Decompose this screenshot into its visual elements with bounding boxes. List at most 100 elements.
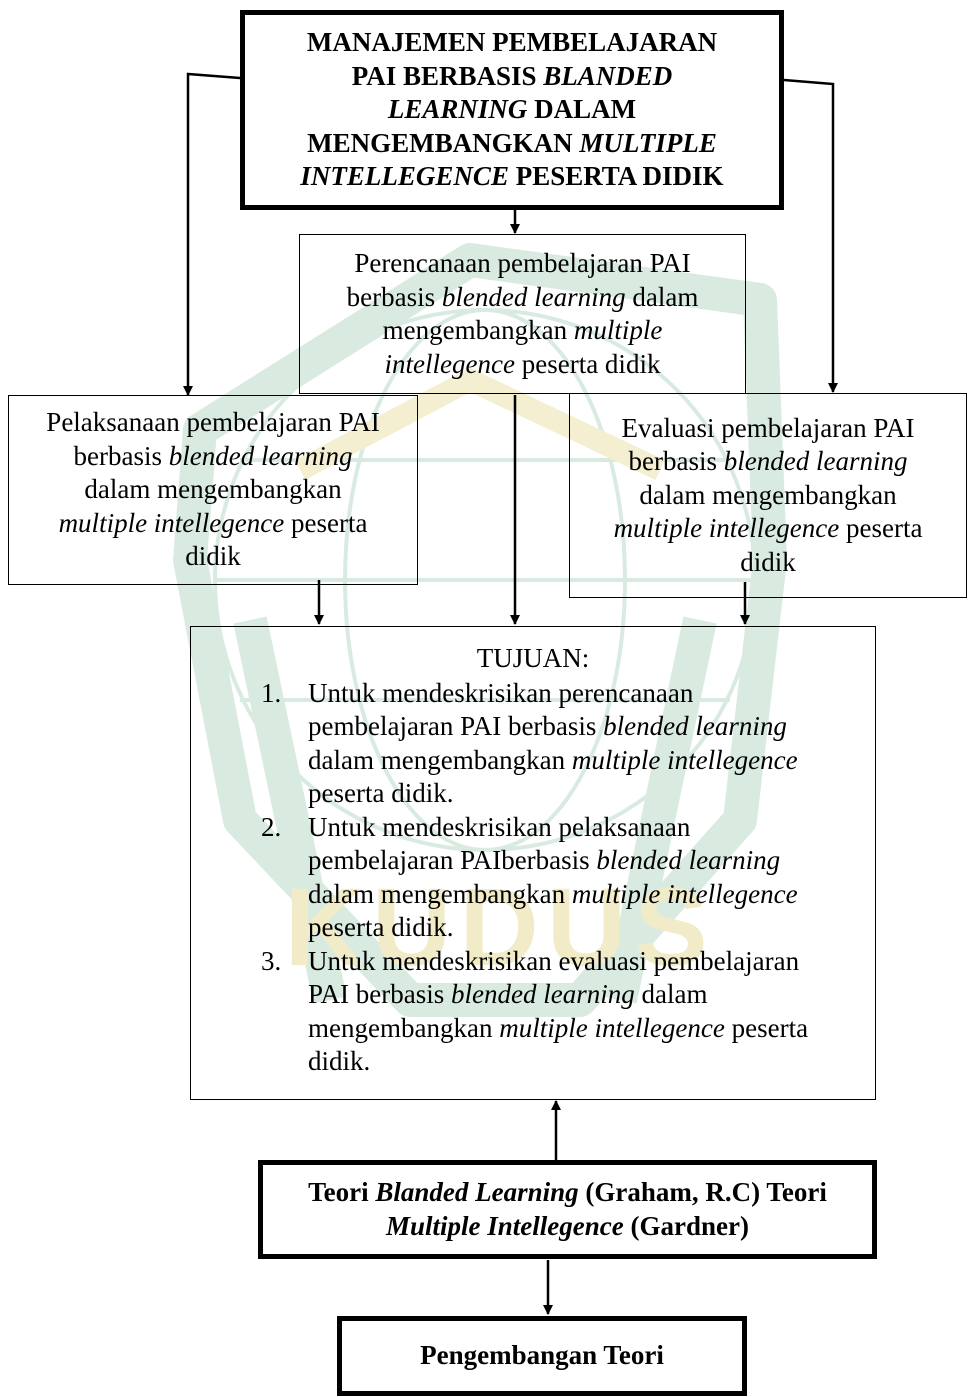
implementation-line: didik (185, 540, 241, 574)
evaluation-line: dalam mengembangkan (639, 479, 896, 513)
objective-line: Untuk mendeskrisikan pelaksanaan (308, 811, 691, 842)
main-title-line: LEARNING DALAM (388, 93, 636, 127)
planning-italic: blended learning (441, 281, 626, 312)
evaluation-line: multiple intellegence peserta (614, 512, 923, 546)
objective-line: peserta didik. (308, 912, 454, 942)
objective-item-3: 3. Untuk mendeskrisikan evaluasi pembela… (191, 945, 875, 1079)
theory-text: (Gardner) (623, 1210, 749, 1241)
implementation-text: peserta (284, 507, 368, 538)
arrow-main-to-implementation (183, 72, 241, 396)
objective-line: pembelajaran PAIberbasis (308, 845, 597, 875)
objective-italic: blended learning (596, 845, 781, 875)
objective-italic: multiple intellegence (499, 1012, 725, 1043)
planning-line: Perencanaan pembelajaran PAI (354, 247, 690, 281)
implementation-text: dalam mengembangkan (84, 474, 342, 505)
development-label: Pengembangan Teori (420, 1340, 664, 1371)
implementation-line: berbasis blended learning (74, 440, 353, 474)
theory-text: (Graham, R.C) Teori (578, 1177, 827, 1207)
objective-number: 3. (261, 945, 282, 976)
main-title-line: MANAJEMEN PEMBELAJARAN (307, 26, 717, 60)
evaluation-line: Evaluasi pembelajaran PAI (622, 412, 915, 446)
implementation-italic: blended learning (168, 440, 353, 471)
evaluation-italic: multiple intellegence (613, 513, 840, 544)
objectives-box: TUJUAN: 1. Untuk mendeskrisikan perencan… (190, 626, 876, 1100)
evaluation-italic: blended learning (723, 446, 908, 477)
objective-line: PAI berbasis (308, 979, 452, 1009)
objectives-title: TUJUAN: (476, 643, 590, 673)
objective-line: pembelajaran PAI berbasis (308, 711, 604, 741)
implementation-text: Pelaksanaan pembelajaran PAI (46, 407, 380, 438)
planning-text: berbasis (346, 281, 442, 312)
objective-line: dalam mengembangkan (308, 744, 572, 775)
evaluation-text: Evaluasi pembelajaran PAI (621, 412, 915, 443)
evaluation-line: berbasis blended learning (629, 445, 908, 479)
evaluation-box: Evaluasi pembelajaran PAI berbasis blend… (569, 393, 967, 598)
planning-italic: multiple (573, 315, 663, 345)
evaluation-text: berbasis (628, 446, 724, 477)
evaluation-text: dalam mengembangkan (639, 479, 897, 510)
objective-italic: blended learning (451, 979, 635, 1009)
objective-text: Untuk mendeskrisikan pelaksanaan pembela… (308, 811, 855, 945)
evaluation-text: didik (740, 546, 796, 577)
planning-text: peserta didik (514, 348, 661, 379)
arrow-main-to-evaluation (783, 78, 838, 393)
objective-text: Untuk mendeskrisikan perencanaan pembela… (308, 677, 855, 811)
implementation-line: Pelaksanaan pembelajaran PAI (46, 406, 379, 440)
theory-line: Multiple Intellegence (Gardner) (386, 1210, 749, 1244)
main-title-italic: LEARNING (387, 94, 528, 125)
implementation-text: berbasis (73, 440, 169, 471)
main-title-line: MENGEMBANGKAN MULTIPLE (307, 127, 717, 161)
implementation-text: didik (185, 541, 241, 572)
main-title-text: PESERTA DIDIK (508, 161, 724, 192)
objective-line: dalam (634, 979, 708, 1009)
evaluation-text: peserta (839, 513, 923, 544)
objective-line: peserta didik. (308, 778, 454, 808)
theory-italic: Multiple Intellegence (386, 1210, 624, 1241)
development-box: Pengembangan Teori (337, 1316, 747, 1396)
objective-number: 1. (261, 677, 282, 708)
objective-number: 2. (261, 811, 282, 842)
planning-line: intellegence peserta didik (385, 348, 661, 382)
theory-line: Teori Blanded Learning (Graham, R.C) Teo… (308, 1176, 827, 1210)
main-title-box: MANAJEMEN PEMBELAJARAN PAI BERBASIS BLAN… (240, 10, 784, 210)
objective-line: peserta (724, 1012, 809, 1043)
implementation-italic: multiple intellegence (58, 507, 285, 538)
objective-line: Untuk mendeskrisikan evaluasi pembelajar… (308, 945, 800, 976)
planning-line: mengembangkan multiple (383, 314, 663, 348)
objective-line: didik. (308, 1046, 371, 1076)
objective-line: mengembangkan (308, 1012, 500, 1043)
main-title-text: PAI BERBASIS (351, 60, 544, 91)
theory-italic: Blanded Learning (375, 1177, 579, 1207)
watermark-text: KUDUS (284, 866, 715, 989)
main-title-line: INTELLEGENCE PESERTA DIDIK (300, 160, 723, 194)
objective-italic: multiple intellegence (571, 878, 798, 909)
theory-text: Teori (308, 1177, 376, 1207)
main-title-italic: BLANDED (543, 60, 673, 91)
planning-text: dalam (625, 281, 699, 312)
implementation-line: dalam mengembangkan (84, 473, 341, 507)
implementation-line: multiple intellegence peserta (59, 507, 368, 541)
theory-box: Teori Blanded Learning (Graham, R.C) Teo… (258, 1160, 877, 1259)
main-title-line: PAI BERBASIS BLANDED (352, 60, 673, 94)
planning-italic: intellegence (384, 348, 515, 379)
objective-item-2: 2. Untuk mendeskrisikan pelaksanaan pemb… (191, 811, 875, 945)
main-title-text: MENGEMBANGKAN (307, 127, 580, 158)
implementation-box: Pelaksanaan pembelajaran PAI berbasis bl… (8, 395, 418, 585)
main-title-text: MANAJEMEN PEMBELAJARAN (306, 27, 718, 58)
objective-italic: blended learning (603, 711, 787, 741)
objective-italic: multiple intellegence (571, 744, 798, 775)
objective-text: Untuk mendeskrisikan evaluasi pembelajar… (308, 945, 855, 1079)
objective-item-1: 1. Untuk mendeskrisikan perencanaan pemb… (191, 677, 875, 811)
planning-line: berbasis blended learning dalam (347, 281, 699, 315)
main-title-text: DALAM (527, 94, 637, 125)
objective-line: dalam mengembangkan (308, 878, 572, 909)
planning-box: Perencanaan pembelajaran PAI berbasis bl… (299, 234, 746, 394)
evaluation-line: didik (740, 546, 796, 580)
planning-text: Perencanaan pembelajaran PAI (354, 248, 691, 278)
main-title-italic: MULTIPLE (579, 127, 717, 158)
objective-line: Untuk mendeskrisikan perencanaan (308, 677, 694, 708)
main-title-italic: INTELLEGENCE (300, 161, 509, 192)
